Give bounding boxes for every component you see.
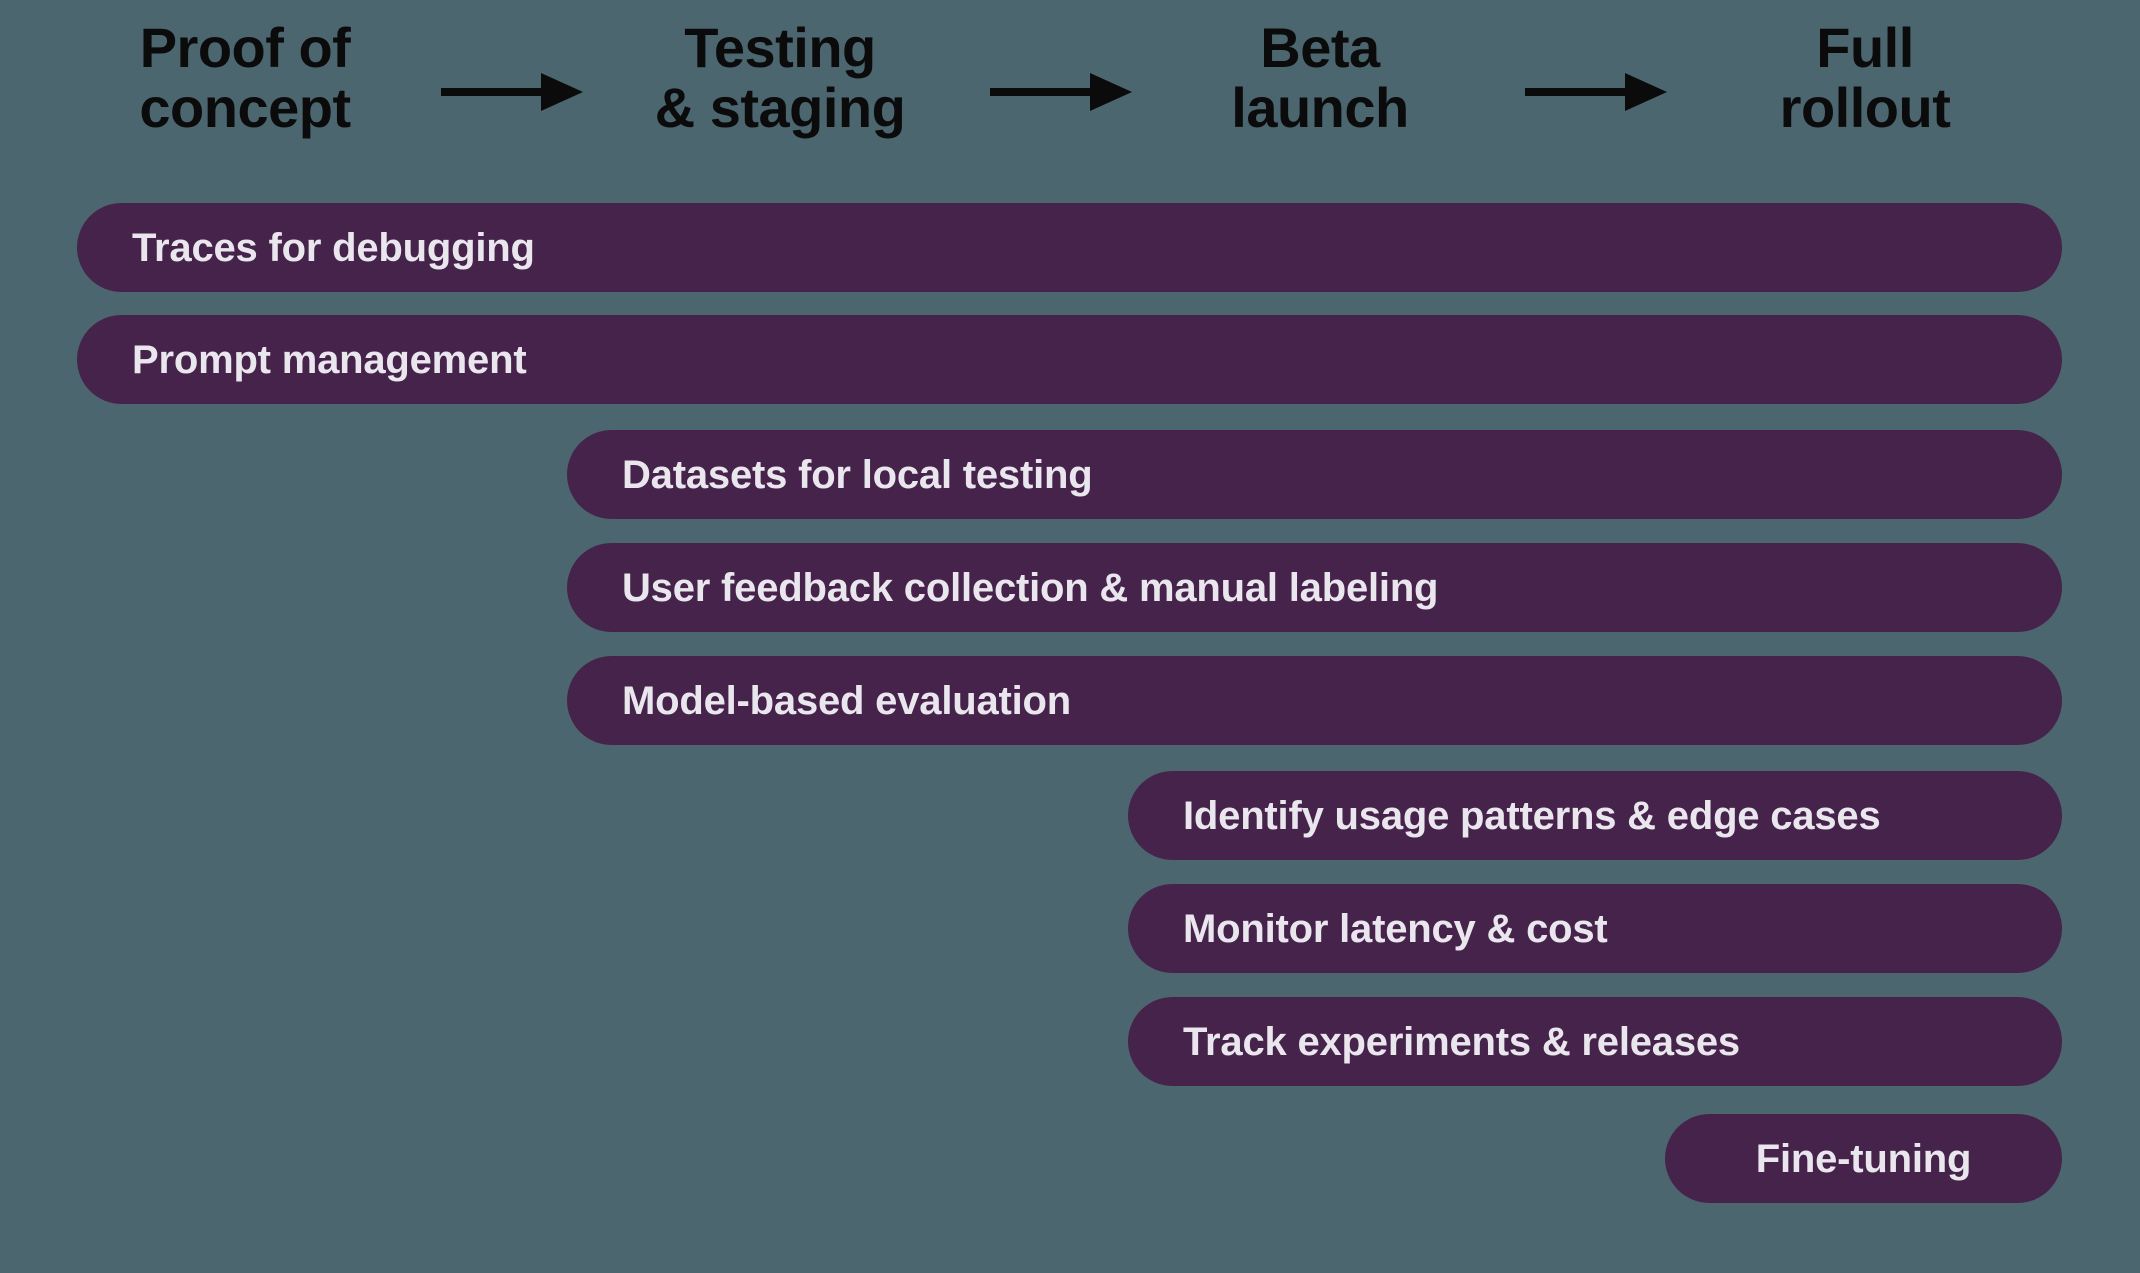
capability-user-feedback-collection[interactable]: User feedback collection & manual labeli… xyxy=(567,543,2062,632)
capability-label: Datasets for local testing xyxy=(622,452,1093,497)
capability-label: Traces for debugging xyxy=(132,225,535,270)
arrow-proof-to-testing xyxy=(441,73,583,111)
capability-label: User feedback collection & manual labeli… xyxy=(622,565,1439,610)
capability-prompt-management[interactable]: Prompt management xyxy=(77,315,2062,404)
phase-proof-of-concept: Proof of concept xyxy=(139,16,351,140)
capability-identify-usage-patterns[interactable]: Identify usage patterns & edge cases xyxy=(1128,771,2062,860)
capability-label: Model-based evaluation xyxy=(622,678,1072,723)
capability-label: Monitor latency & cost xyxy=(1183,906,1608,951)
capability-datasets-for-local-testing[interactable]: Datasets for local testing xyxy=(567,430,2062,519)
phase-beta-launch: Beta launch xyxy=(1231,16,1409,140)
capability-label: Prompt management xyxy=(132,337,527,382)
arrow-beta-to-rollout xyxy=(1525,73,1667,111)
capability-label: Identify usage patterns & edge cases xyxy=(1183,793,1881,838)
capability-fine-tuning[interactable]: Fine-tuning xyxy=(1665,1114,2062,1203)
phase-testing-and-staging: Testing & staging xyxy=(654,16,906,140)
capability-monitor-latency-and-cost[interactable]: Monitor latency & cost xyxy=(1128,884,2062,973)
capability-track-experiments-and-releases[interactable]: Track experiments & releases xyxy=(1128,997,2062,1086)
phase-full-rollout: Full rollout xyxy=(1779,16,1951,140)
capability-traces-for-debugging[interactable]: Traces for debugging xyxy=(77,203,2062,292)
capability-label: Track experiments & releases xyxy=(1183,1019,1740,1064)
capability-model-based-evaluation[interactable]: Model-based evaluation xyxy=(567,656,2062,745)
arrow-testing-to-beta xyxy=(990,73,1132,111)
capability-label: Fine-tuning xyxy=(1755,1136,1972,1181)
